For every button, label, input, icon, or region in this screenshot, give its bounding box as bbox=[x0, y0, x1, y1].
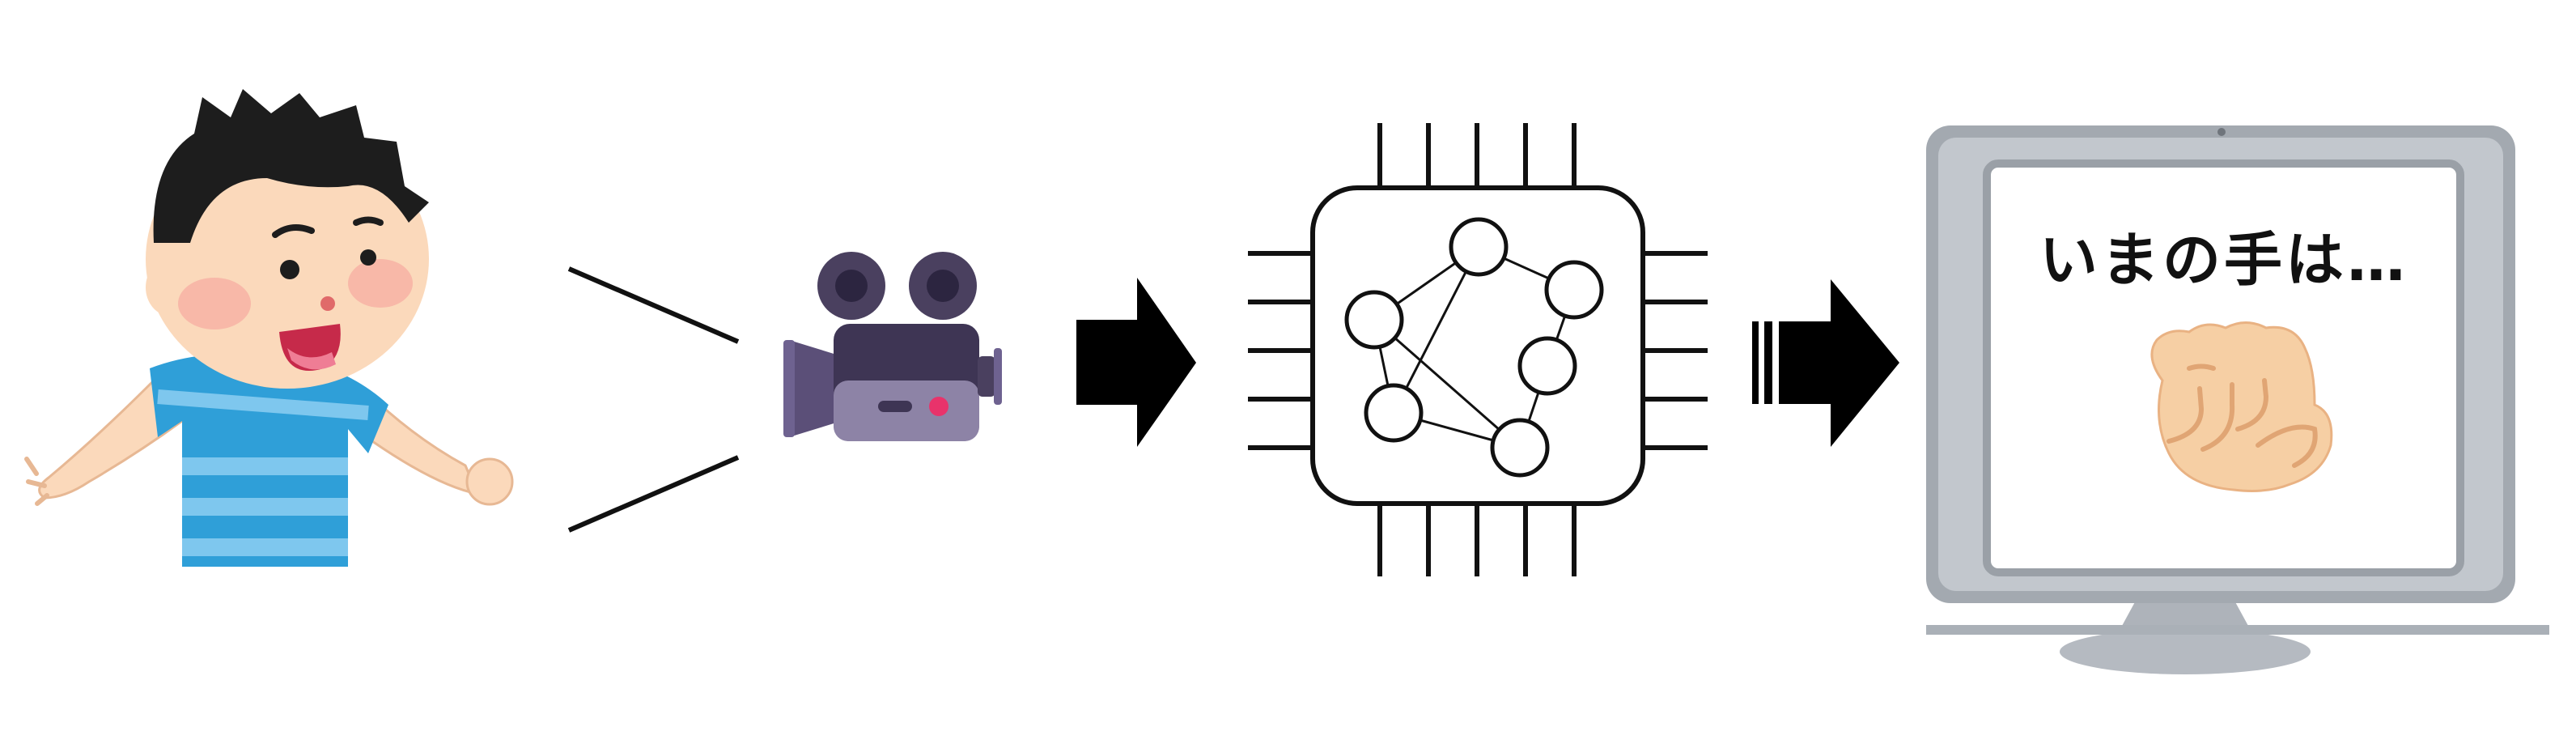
video-camera-icon bbox=[783, 252, 1002, 441]
arrow-1 bbox=[1076, 278, 1196, 447]
monitor-caption: いまの手は… bbox=[2039, 226, 2409, 294]
fist-icon bbox=[2150, 321, 2333, 492]
neural-network-chip-icon bbox=[1248, 123, 1708, 576]
camera-view-lines bbox=[567, 266, 740, 533]
boy-illustration bbox=[24, 89, 514, 567]
arrow-2 bbox=[1752, 279, 1899, 447]
